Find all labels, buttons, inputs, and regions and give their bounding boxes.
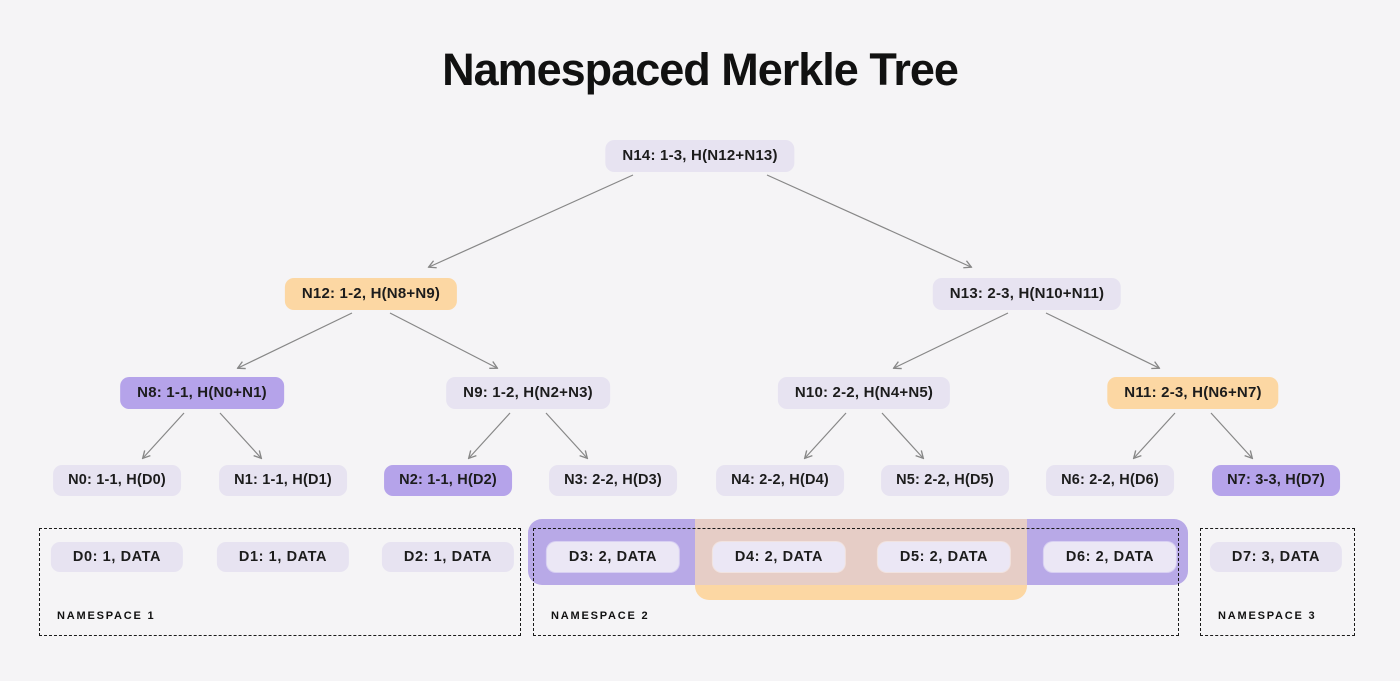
edge-n14-n13 bbox=[766, 174, 971, 267]
data-block-d6: D6: 2, DATA bbox=[1043, 542, 1177, 572]
node-n7: N7: 3-3, H(D7) bbox=[1212, 465, 1340, 496]
page-title: Namespaced Merkle Tree bbox=[442, 44, 959, 95]
data-block-d1: D1: 1, DATA bbox=[216, 542, 350, 572]
edge-n10-n4 bbox=[805, 412, 847, 458]
namespace2-box: NAMESPACE 2 bbox=[533, 528, 1179, 636]
data-block-d0: D0: 1, DATA bbox=[50, 542, 184, 572]
node-n0: N0: 1-1, H(D0) bbox=[53, 465, 181, 496]
data-block-d5: D5: 2, DATA bbox=[877, 542, 1011, 572]
edge-n8-n1 bbox=[219, 412, 261, 458]
edge-n9-n2 bbox=[469, 412, 511, 458]
edge-n9-n3 bbox=[545, 412, 587, 458]
edge-n14-n12 bbox=[429, 174, 634, 267]
node-n4: N4: 2-2, H(D4) bbox=[716, 465, 844, 496]
edge-n12-n8 bbox=[238, 312, 353, 368]
namespace3-box: NAMESPACE 3 bbox=[1200, 528, 1355, 636]
data-block-d7: D7: 3, DATA bbox=[1209, 542, 1343, 572]
edge-n12-n9 bbox=[389, 312, 497, 368]
node-n2: N2: 1-1, H(D2) bbox=[384, 465, 512, 496]
edge-n11-n7 bbox=[1210, 412, 1252, 458]
node-n6: N6: 2-2, H(D6) bbox=[1046, 465, 1174, 496]
data-block-d3: D3: 2, DATA bbox=[546, 542, 680, 572]
edge-n13-n11 bbox=[1045, 312, 1159, 368]
node-n14: N14: 1-3, H(N12+N13) bbox=[605, 140, 795, 172]
node-n10: N10: 2-2, H(N4+N5) bbox=[777, 377, 951, 409]
node-n9: N9: 1-2, H(N2+N3) bbox=[446, 377, 610, 409]
namespace2-label: NAMESPACE 2 bbox=[551, 610, 650, 622]
edge-n8-n0 bbox=[143, 412, 185, 458]
node-n5: N5: 2-2, H(D5) bbox=[881, 465, 1009, 496]
namespace3-label: NAMESPACE 3 bbox=[1218, 610, 1317, 622]
node-n13: N13: 2-3, H(N10+N11) bbox=[932, 278, 1122, 310]
data-block-d2: D2: 1, DATA bbox=[381, 542, 515, 572]
edge-n13-n10 bbox=[894, 312, 1009, 368]
node-n3: N3: 2-2, H(D3) bbox=[549, 465, 677, 496]
node-n12: N12: 1-2, H(N8+N9) bbox=[284, 278, 458, 310]
node-n1: N1: 1-1, H(D1) bbox=[219, 465, 347, 496]
node-n8: N8: 1-1, H(N0+N1) bbox=[120, 377, 284, 409]
edge-n11-n6 bbox=[1134, 412, 1176, 458]
namespace1-box: NAMESPACE 1 bbox=[39, 528, 521, 636]
edge-n10-n5 bbox=[881, 412, 923, 458]
namespace1-label: NAMESPACE 1 bbox=[57, 610, 156, 622]
node-n11: N11: 2-3, H(N6+N7) bbox=[1107, 377, 1279, 409]
data-block-d4: D4: 2, DATA bbox=[712, 542, 846, 572]
